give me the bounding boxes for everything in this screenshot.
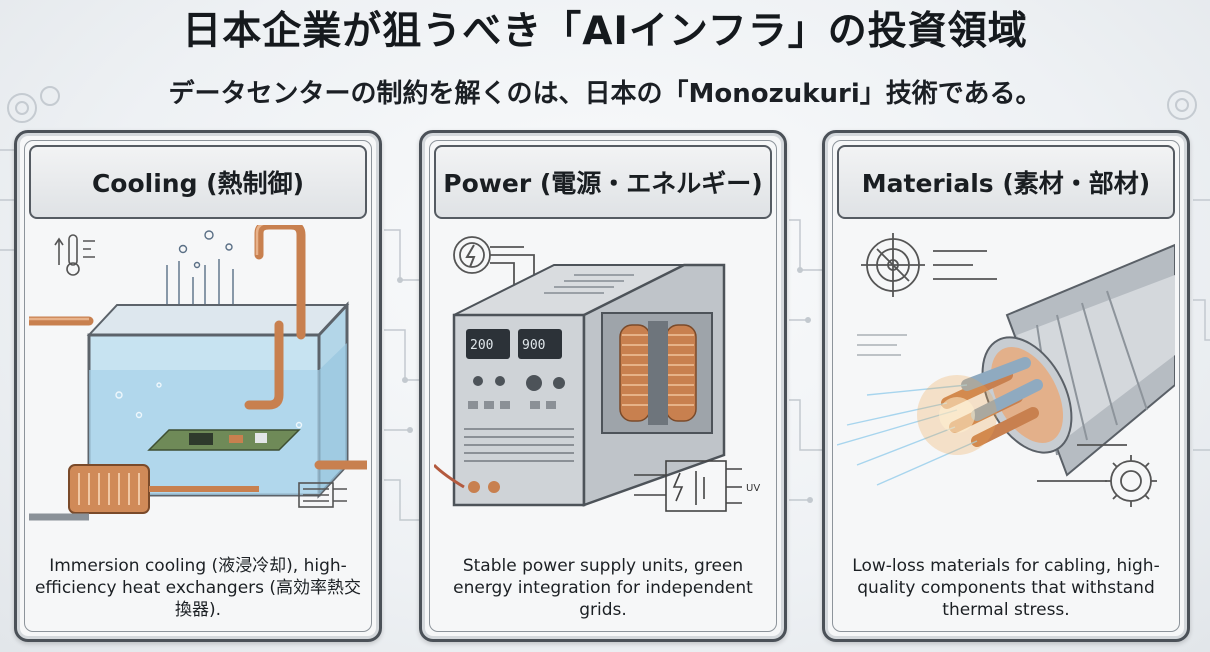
thermometer-icon xyxy=(54,234,95,276)
panel-heading: Cooling (熱制御) xyxy=(29,145,367,219)
panel-description: Stable power supply units, green energy … xyxy=(453,556,753,620)
panel-description: Immersion cooling (液浸冷却), high-efficienc… xyxy=(34,556,362,620)
page-title: 日本企業が狙うべき「AIインフラ」の投資領域 xyxy=(182,9,1028,54)
cable-cross-section-icon xyxy=(837,243,1175,486)
target-disc-icon xyxy=(861,233,997,297)
gear-icon xyxy=(1037,444,1157,507)
panel-cooling: Cooling (熱制御) xyxy=(14,130,382,642)
panel-power: Power (電源・エネルギー) 200 900 xyxy=(419,130,787,642)
circuit-board-icon xyxy=(147,429,301,451)
circuit-label: UV xyxy=(746,483,760,494)
gear-icon xyxy=(7,86,1197,123)
panel-materials: Materials (素材・部材) xyxy=(822,130,1190,642)
transformer-coil-icon xyxy=(601,312,713,434)
power-illustration: 200 900 UV xyxy=(434,236,760,512)
panel-heading: Power (電源・エネルギー) xyxy=(434,145,772,219)
cooling-illustration xyxy=(29,225,367,521)
panel-heading: Materials (素材・部材) xyxy=(837,145,1175,219)
display-readout: 200 xyxy=(470,338,493,353)
materials-illustration xyxy=(837,233,1175,507)
heat-exchanger-icon xyxy=(29,464,347,521)
page-subtitle: データセンターの制約を解くのは、日本の「Monozukuri」技術である。 xyxy=(168,79,1042,109)
gear-bolt-icon xyxy=(453,236,535,285)
circuit-diagram-icon xyxy=(634,460,742,512)
display-readout: 900 xyxy=(522,338,545,353)
panel-description: Low-loss materials for cabling, high-qua… xyxy=(852,556,1160,620)
